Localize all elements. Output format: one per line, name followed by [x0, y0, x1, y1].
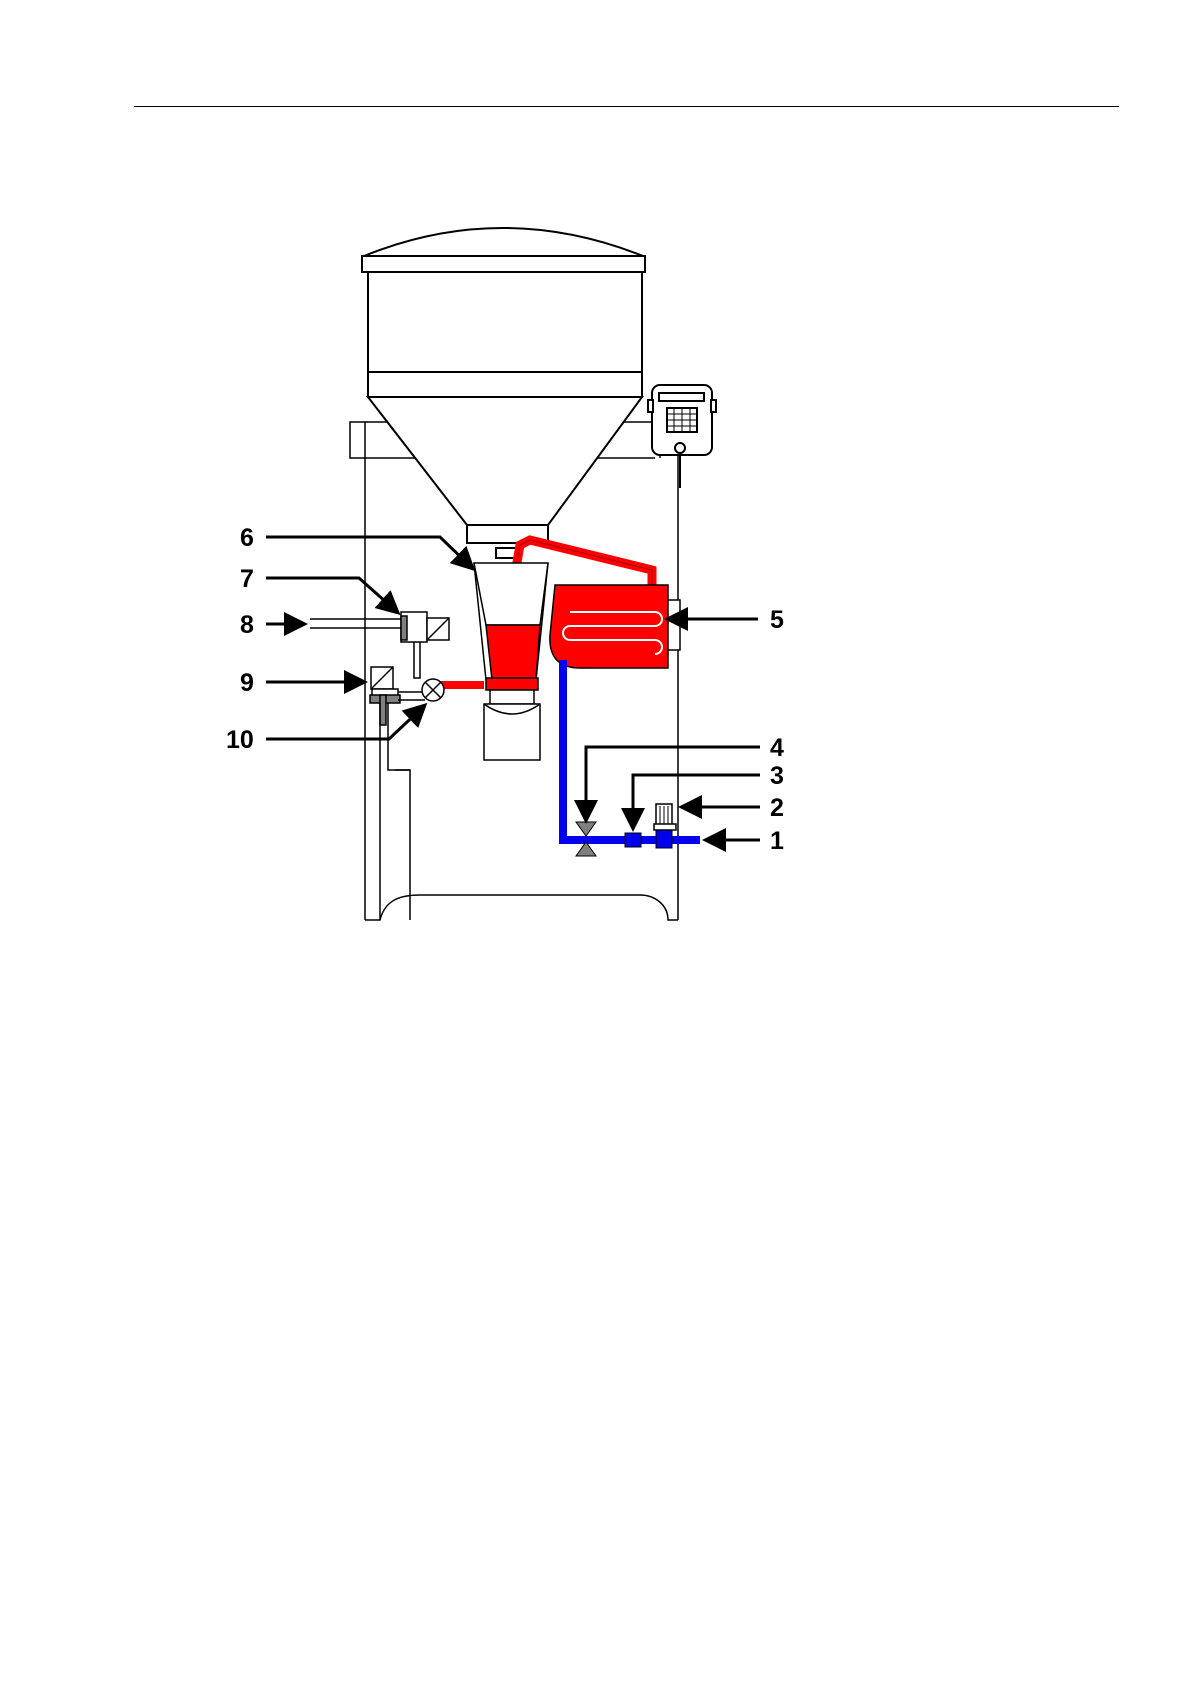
callout-3: 3 [770, 762, 784, 790]
control-unit-icon [648, 385, 716, 488]
callout-8: 8 [240, 611, 254, 639]
callout-6: 6 [240, 524, 254, 552]
callout-7: 7 [240, 565, 254, 593]
tank-icon [362, 228, 645, 558]
valve-assembly [310, 612, 449, 920]
callout-2: 2 [770, 794, 784, 822]
callout-4: 4 [770, 734, 784, 762]
mixing-bowl-icon [474, 563, 548, 760]
callout-1: 1 [770, 827, 784, 855]
callout-10: 10 [226, 726, 254, 754]
callout-5: 5 [770, 606, 784, 634]
cold-water-line [563, 660, 700, 856]
callout-9: 9 [240, 669, 254, 697]
heater-icon [550, 585, 680, 668]
